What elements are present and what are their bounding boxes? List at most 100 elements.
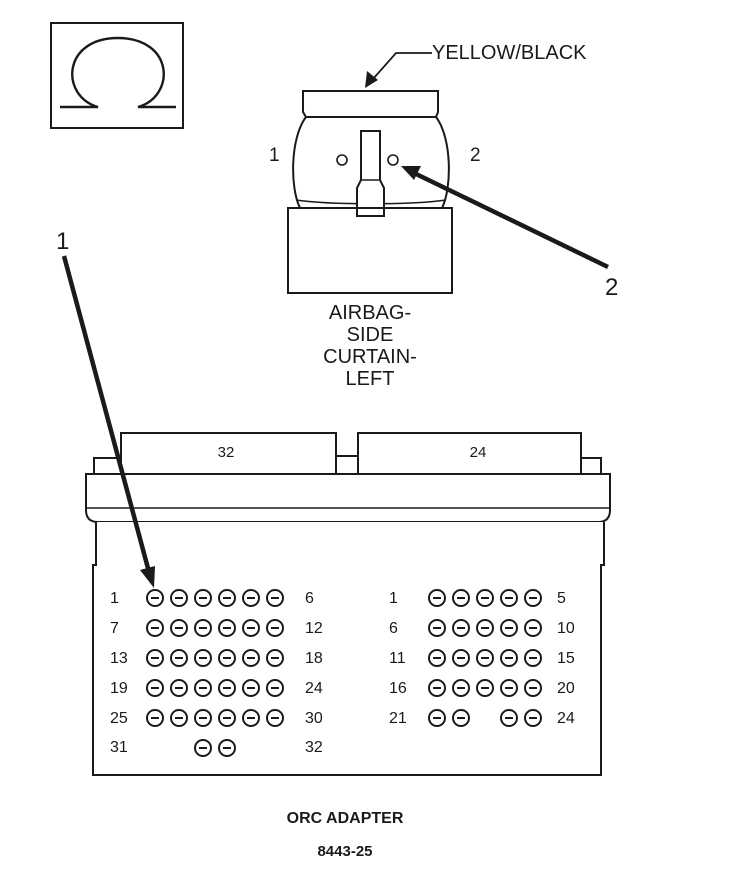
connector-name-line-3: CURTAIN- [323, 346, 417, 368]
pin-cavity [428, 709, 446, 727]
row-labels: 1 6 7 12 13 18 19 24 25 30 31 32 1 5 6 1… [110, 590, 575, 756]
pin-cavity [452, 619, 470, 637]
right-row-4-start: 16 [389, 680, 407, 697]
pin-cavity [524, 649, 542, 667]
pin-grid-24 [428, 589, 542, 727]
pin-cavity [218, 589, 236, 607]
pin-cavity [428, 589, 446, 607]
left-row-4-end: 24 [305, 680, 323, 697]
pin-cavity [170, 709, 188, 727]
omega-resistance-icon [50, 22, 184, 129]
connector-name-line-2: SIDE [347, 324, 394, 346]
pin-1-hole [336, 154, 348, 166]
pin-cavity [266, 619, 284, 637]
left-row-6-start: 31 [110, 739, 128, 756]
caption-title: ORC ADAPTER [287, 810, 404, 827]
pin-cavity [476, 589, 494, 607]
pin-cavity [500, 619, 518, 637]
pin-cavity [242, 679, 260, 697]
left-row-2-start: 7 [110, 620, 119, 637]
pin-cavity [524, 709, 542, 727]
pin-cavity [218, 739, 236, 757]
pin-cavity [266, 679, 284, 697]
pin-cavity [242, 619, 260, 637]
pin-cavity [146, 649, 164, 667]
pin-2-label: 2 [470, 145, 481, 166]
pin-cavity [242, 709, 260, 727]
pin-cavity [170, 589, 188, 607]
pin-cavity [524, 589, 542, 607]
left-row-6-end: 32 [305, 739, 323, 756]
pin-cavity [476, 649, 494, 667]
pin-cavity [500, 709, 518, 727]
pin-cavity [452, 709, 470, 727]
pin-cavity [218, 649, 236, 667]
pin-cavity [476, 679, 494, 697]
pin-cavity [170, 679, 188, 697]
pin-cavity [266, 649, 284, 667]
right-row-4-end: 20 [557, 680, 575, 697]
right-row-3-start: 11 [389, 650, 406, 667]
pin-cavity [194, 709, 212, 727]
wire-color-label: YELLOW/BLACK [432, 42, 587, 64]
connector-name-line-1: AIRBAG- [329, 302, 411, 324]
pin-1-label: 1 [269, 145, 280, 166]
pin-cavity [218, 619, 236, 637]
left-row-1-end: 6 [305, 590, 314, 607]
pin-cavity [146, 679, 164, 697]
pin-cavity [170, 649, 188, 667]
figure-id: 8443-25 [317, 843, 372, 860]
pin-cavity [146, 709, 164, 727]
left-row-2-end: 12 [305, 620, 323, 637]
right-row-5-start: 21 [389, 710, 407, 727]
pin-cavity [194, 739, 212, 757]
callout-2-arrow [401, 166, 609, 270]
connector-b-label: 24 [470, 444, 487, 461]
pin-cavity [452, 649, 470, 667]
connector-name-line-4: LEFT [346, 368, 395, 390]
callout-1-label: 1 [56, 228, 69, 255]
pin-cavity [428, 619, 446, 637]
pin-cavity [194, 619, 212, 637]
wire-leader [365, 52, 432, 88]
pin-cavity [170, 619, 188, 637]
pin-cavity [242, 649, 260, 667]
pin-2-hole [387, 154, 399, 166]
right-row-1-start: 1 [389, 590, 398, 607]
pin-cavity [194, 589, 212, 607]
pin-cavity [500, 589, 518, 607]
right-row-2-start: 6 [389, 620, 398, 637]
pin-cavity [452, 589, 470, 607]
pin-cavity [428, 679, 446, 697]
pin-cavity [266, 709, 284, 727]
pin-cavity [476, 619, 494, 637]
pin-cavity [218, 679, 236, 697]
right-row-3-end: 15 [557, 650, 575, 667]
pin-cavity [266, 589, 284, 607]
pin-cavity [524, 679, 542, 697]
pin-cavity [500, 679, 518, 697]
pin-cavity [500, 649, 518, 667]
pin-cavity [452, 679, 470, 697]
left-row-4-start: 19 [110, 680, 128, 697]
pin-cavity [242, 589, 260, 607]
pin-cavity [194, 649, 212, 667]
pin-grid-32 [146, 589, 284, 757]
pin-cavity [146, 589, 164, 607]
callout-2-label: 2 [605, 274, 618, 301]
pin-cavity [218, 709, 236, 727]
pin-cavity [524, 619, 542, 637]
pin-cavity [146, 619, 164, 637]
callout-1-arrow [61, 255, 155, 588]
left-row-5-start: 25 [110, 710, 128, 727]
left-row-3-end: 18 [305, 650, 323, 667]
connector-a-label: 32 [218, 444, 235, 461]
pin-cavity [194, 679, 212, 697]
right-row-5-end: 24 [557, 710, 575, 727]
left-row-5-end: 30 [305, 710, 323, 727]
left-row-1-start: 1 [110, 590, 119, 607]
right-row-1-end: 5 [557, 590, 566, 607]
pin-cavity [428, 649, 446, 667]
right-row-2-end: 10 [557, 620, 575, 637]
airbag-connector [287, 90, 453, 294]
